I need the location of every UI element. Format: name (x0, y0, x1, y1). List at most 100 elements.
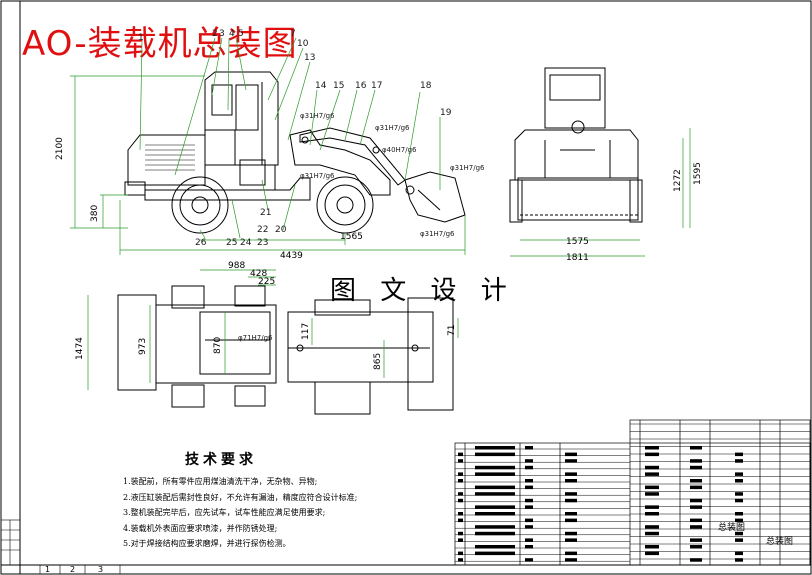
part-labels: 1 2 3 4 5 7 10 13 14 15 16 17 18 19 20 2… (138, 29, 452, 248)
parts-list (454, 419, 811, 566)
parts-list-cell (458, 551, 463, 556)
parts-list-cell (645, 505, 659, 509)
fit-label: φ40H7/g6 (382, 146, 417, 154)
parts-list-cell (458, 452, 463, 457)
parts-list-cell (565, 558, 577, 562)
parts-list-cell (525, 459, 533, 463)
parts-list-cell (690, 459, 702, 463)
drawing-name: 总装图 (718, 521, 745, 533)
parts-list-cell (565, 472, 577, 476)
fit-label: φ31H7/g6 (450, 164, 485, 172)
top-dim-lines (87, 269, 459, 390)
parts-list-cell (475, 512, 515, 516)
part-label: 13 (304, 53, 315, 63)
margin-number: 3 (98, 565, 103, 574)
dim-link-71: 71 (447, 325, 457, 336)
parts-list-cell (458, 518, 463, 523)
parts-list-cell (525, 446, 533, 450)
part-label: 26 (195, 238, 207, 248)
parts-list-cell (735, 498, 743, 503)
parts-list-cell (458, 531, 463, 536)
parts-list-cell (690, 545, 702, 549)
tech-item: 5.对于焊接结构应要求磨焊，并进行探伤检测。 (123, 539, 291, 548)
tech-requirements-heading: 技术要求 (185, 452, 257, 468)
parts-list-cell (525, 518, 533, 523)
part-label: 3 (219, 29, 225, 39)
parts-list-cell (690, 446, 702, 450)
part-label: 10 (297, 39, 309, 49)
fit-label: φ31H7/g6 (300, 172, 335, 180)
parts-list-cell (565, 512, 577, 516)
parts-list-cell (645, 551, 659, 556)
dim-ground: 380 (90, 205, 100, 222)
dim-overall: 4439 (280, 251, 303, 261)
parts-list-cell (475, 492, 515, 496)
dim-top-len: 988 (228, 261, 245, 271)
parts-list-cell (475, 545, 515, 549)
parts-list-cell (565, 518, 577, 523)
parts-list-cell (690, 465, 702, 470)
parts-list-cell (690, 525, 702, 529)
dim-top-frame: 870 (213, 337, 223, 354)
part-label: 20 (275, 225, 287, 235)
parts-list-cell (475, 551, 515, 556)
part-label: 18 (420, 81, 432, 91)
part-label: 21 (260, 208, 271, 218)
parts-list-cell (645, 472, 659, 476)
parts-list-cell (525, 545, 533, 549)
parts-list-cell (458, 479, 463, 483)
parts-list-cell (525, 479, 533, 483)
parts-list-cell (565, 452, 577, 457)
parts-list-cell (565, 538, 577, 542)
parts-list-cell (735, 538, 743, 542)
tech-item: 3.整机装配完毕后，应先试车，试车性能应满足使用要求; (123, 508, 326, 517)
parts-list-cell (690, 498, 702, 503)
parts-list-cell (690, 505, 702, 509)
parts-list-cell (690, 538, 702, 542)
parts-list-cell (525, 505, 533, 509)
margin-numbers: 1 2 3 (45, 565, 103, 574)
drawing-name-large: 总装图 (766, 535, 793, 547)
parts-list-cell (475, 446, 515, 450)
parts-list-cell (690, 558, 702, 562)
part-label: 24 (240, 238, 252, 248)
parts-list-cell (475, 531, 515, 536)
part-label: 7 (290, 29, 296, 39)
parts-list-cell (735, 492, 743, 496)
parts-list-cell (458, 472, 463, 476)
dim-width: 1811 (566, 253, 589, 263)
parts-list-cell (525, 558, 533, 562)
parts-list-cell (735, 518, 743, 523)
top-dimensions: 1474 973 870 988 428 225 117 865 71 (75, 261, 457, 370)
tech-requirements-list: 1.装配前，所有零件应用煤油清洗干净，无杂物、异物; 2.液压缸装配后需封性良好… (123, 474, 443, 552)
part-label: 17 (371, 81, 382, 91)
parts-list-cell (645, 446, 659, 450)
parts-list-cell (645, 512, 659, 516)
parts-list-cell (645, 452, 659, 457)
parts-list-cell (735, 472, 743, 476)
parts-list-cell (645, 485, 659, 490)
dim-link-117: 117 (301, 323, 311, 340)
part-label: 14 (315, 81, 327, 91)
parts-list-cell (458, 492, 463, 496)
parts-list-cell (735, 551, 743, 556)
parts-list-cell (690, 518, 702, 523)
front-dim-lines (510, 128, 691, 257)
parts-list-cell (690, 485, 702, 490)
part-label: 23 (257, 238, 268, 248)
parts-list-cell (475, 525, 515, 529)
parts-list-cell (690, 479, 702, 483)
tech-item: 2.液压缸装配后需封性良好，不允许有漏油，精度应符合设计标准; (123, 492, 358, 502)
parts-list-cell (525, 485, 533, 490)
dim-bucket-height: 1272 (673, 169, 683, 192)
fit-label: φ31H7/g6 (375, 124, 410, 132)
dim-height: 2100 (55, 137, 65, 160)
title-block-text: 总装图 总装图 (718, 521, 793, 547)
parts-list-cell (645, 545, 659, 549)
parts-list-cell (565, 551, 577, 556)
parts-list-cell (735, 531, 743, 536)
parts-list-cell (735, 512, 743, 516)
parts-list-cell (735, 459, 743, 463)
